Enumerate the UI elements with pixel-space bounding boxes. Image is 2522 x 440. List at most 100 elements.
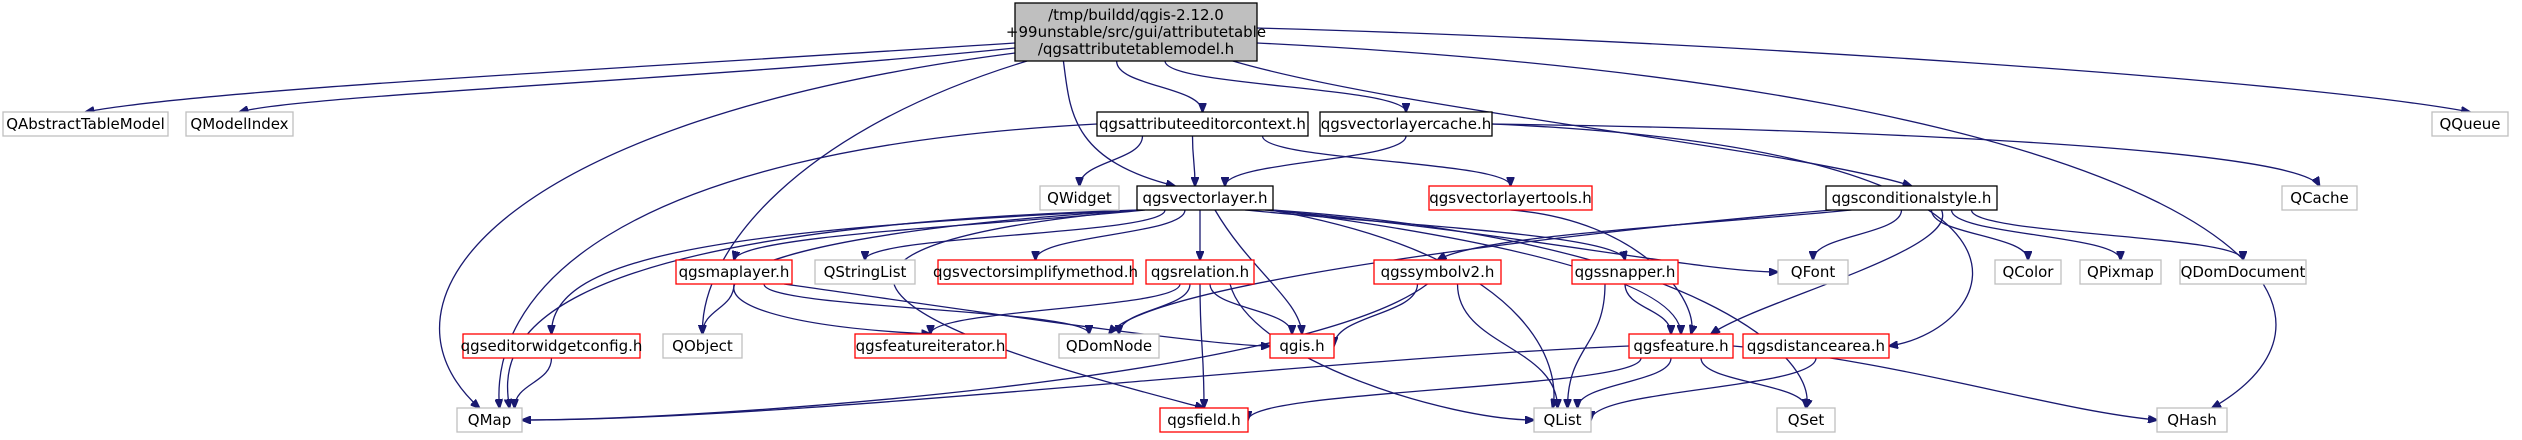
node-qhash-label: QHash [2167,411,2217,429]
node-qgsconditionalstyle-box [1825,185,1998,211]
node-qcolor-label: QColor [2003,263,2055,281]
edge-qgsattributeeditorcontext-qwidget [1080,135,1144,186]
edge-qgsvectorlayer-qfont [1264,209,1778,272]
node-qmap[interactable]: QMap [456,407,523,433]
node-qhash[interactable]: QHash [2156,407,2228,433]
node-qgsvectorlayer-label: qgsvectorlayer.h [1143,189,1268,207]
node-qfont[interactable]: QFont [1777,259,1849,285]
edge-root-qmodelindex [240,47,1016,112]
node-qgsfeature-box [1628,333,1734,359]
node-qgsfeatureiterator-box [854,333,1007,359]
node-qgsvectorsimplifymethod[interactable]: qgsvectorsimplifymethod.h [933,259,1138,285]
node-qgsmaplayer[interactable]: qgsmaplayer.h [675,259,793,285]
node-qgsvectorlayertools[interactable]: qgsvectorlayertools.h [1428,185,1593,211]
node-qgsdistancearea[interactable]: qgsdistancearea.h [1742,333,1890,359]
node-qgsfeature[interactable]: qgsfeature.h [1628,333,1734,359]
edge-qgsconditionalstyle-qgsfeature [1711,209,1944,334]
node-qstringlist[interactable]: QStringList [814,259,916,285]
node-qgsfeatureiterator-label: qgsfeatureiterator.h [856,337,1006,355]
node-qgsvectorlayertools-box [1428,185,1593,211]
node-qgsattributeeditorcontext-box [1096,111,1309,137]
edge-qgsrelation-qgis [1209,283,1292,334]
edge-qgsvectorlayer-qgsfeature [1272,209,1681,334]
node-qpixmap[interactable]: QPixmap [2079,259,2162,285]
edge-qgsdistancearea-qlist [1591,357,1817,420]
node-qdomdocument[interactable]: QDomDocument [2179,259,2307,285]
node-qset[interactable]: QSet [1776,407,1836,433]
edge-root-qqueue [1256,27,2470,112]
node-qhash-box [2156,407,2228,433]
node-qgsfield-box [1159,407,1249,433]
edge-root-qmap [438,52,1016,408]
node-qgsdistancearea-label: qgsdistancearea.h [1747,337,1885,355]
node-qgseditorwidgetconfig-box [462,333,641,359]
node-qgseditorwidgetconfig[interactable]: qgseditorwidgetconfig.h [461,333,643,359]
node-qcolor[interactable]: QColor [1994,259,2062,285]
node-qgsvectorlayercache[interactable]: qgsvectorlayercache.h [1319,111,1493,137]
node-qgsattributeeditorcontext[interactable]: qgsattributeeditorcontext.h [1096,111,1309,137]
node-qgsfield[interactable]: qgsfield.h [1159,407,1249,433]
edge-qgsconditionalstyle-qcolor [1930,209,2029,260]
edge-root-qgsvectorlayercache [1164,60,1406,112]
node-qgsrelation-box [1145,259,1255,285]
node-qabstracttablemodel-box [2,111,169,137]
node-qobject[interactable]: QObject [662,333,743,359]
edge-qgsfeature-qset [1700,357,1806,408]
edge-qgsvectorlayer-qgsmaplayer [734,209,1146,260]
node-qgsconditionalstyle[interactable]: qgsconditionalstyle.h [1825,185,1998,211]
edges-layer [86,27,2471,420]
edge-qgssnapper-qlist [1568,283,1606,408]
node-root-file-label: /tmp/buildd/qgis-2.12.0 [1048,6,1224,24]
edge-qgsrelation-qdomnode [1119,283,1191,334]
edge-qgsmaplayer-qgis [783,283,1270,346]
node-qgseditorwidgetconfig-label: qgseditorwidgetconfig.h [461,337,643,355]
node-qcache[interactable]: QCache [2281,185,2358,211]
node-qcache-label: QCache [2290,189,2348,207]
edge-root-qgsvectorlayer [1062,60,1175,186]
edge-qgssnapper-qgsfeature [1624,283,1671,334]
node-qlist[interactable]: QList [1533,407,1592,433]
node-qabstracttablemodel[interactable]: QAbstractTableModel [2,111,169,137]
edge-qgsconditionalstyle-qgssymbolv2 [1438,209,1852,260]
node-qdomnode-label: QDomNode [1066,337,1152,355]
edge-qgsconditionalstyle-qpixmap [1950,209,2121,260]
edge-qgsvectorlayer-qgis [1214,209,1302,334]
edge-qgssymbolv2-qlist [1456,283,1558,408]
node-qlist-label: QList [1543,411,1581,429]
edge-qgsvectorlayercache-qgsdistancearea [1491,123,1974,346]
node-qstringlist-label: QStringList [824,263,907,281]
node-qgsfield-label: qgsfield.h [1167,411,1241,429]
edge-qgsvectorlayer-qgsvectorsimplifymethod [1036,209,1186,260]
node-qdomnode[interactable]: QDomNode [1058,333,1160,359]
node-qwidget-box [1039,185,1120,211]
edge-qgsrelation-qgsfield [1199,283,1204,408]
edge-qgsvectorlayer-qmap [508,209,1138,408]
node-qwidget[interactable]: QWidget [1039,185,1120,211]
nodes-layer: /tmp/buildd/qgis-2.12.0+99unstable/src/g… [2,2,2509,433]
edge-qgsvectorlayer-qset [1272,209,1807,408]
node-qgsrelation[interactable]: qgsrelation.h [1145,259,1255,285]
edge-qgsvectorlayercache-qgsvectorlayer [1225,135,1407,186]
node-qgsvectorlayercache-box [1319,111,1493,137]
node-qmap-box [456,407,523,433]
edge-qgsconditionalstyle-qfont [1813,209,1903,260]
node-qgssymbolv2[interactable]: qgssymbolv2.h [1373,259,1502,285]
node-qgis-box [1269,333,1335,359]
node-qmodelindex-box [185,111,294,137]
node-qmap-label: QMap [468,411,511,429]
node-qgssnapper[interactable]: qgssnapper.h [1571,259,1679,285]
node-qgis[interactable]: qgis.h [1269,333,1335,359]
edge-qgssymbolv2-qgis [1334,283,1419,346]
node-qgis-label: qgis.h [1279,337,1324,355]
node-qgsattributeeditorcontext-label: qgsattributeeditorcontext.h [1099,115,1306,133]
edge-root-qgsattributeeditorcontext [1115,60,1203,112]
node-qabstracttablemodel-label: QAbstractTableModel [6,115,165,133]
node-qmodelindex[interactable]: QModelIndex [185,111,294,137]
edge-root-qabstracttablemodel [86,42,1016,112]
edge-qgsfeature-qgsfield [1248,357,1642,420]
node-qgsvectorlayer[interactable]: qgsvectorlayer.h [1136,185,1274,211]
node-root-file-label: +99unstable/src/gui/attributetable [1006,23,1266,41]
node-qset-label: QSet [1788,411,1825,429]
node-qgsfeatureiterator[interactable]: qgsfeatureiterator.h [854,333,1007,359]
node-qqueue[interactable]: QQueue [2431,111,2509,137]
